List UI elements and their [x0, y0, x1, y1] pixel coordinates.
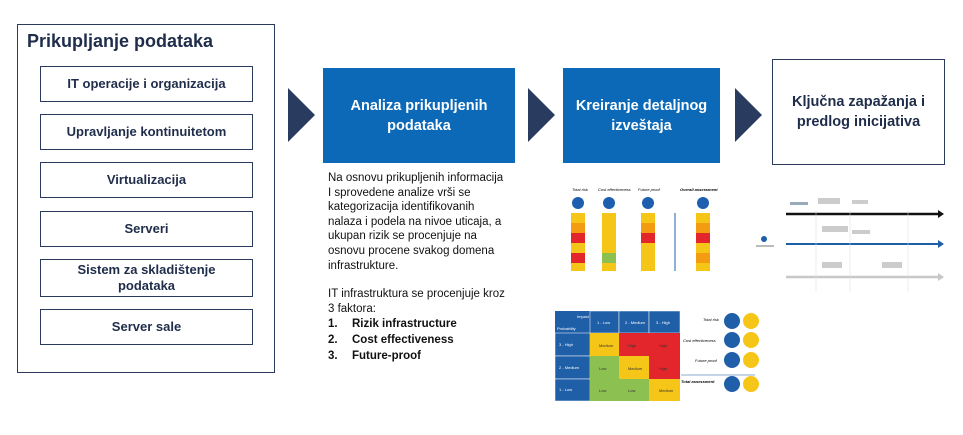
arrow-1-icon — [288, 88, 315, 142]
svg-text:Medium: Medium — [628, 366, 643, 371]
svg-text:Impact: Impact — [577, 314, 590, 319]
risk-matrix-thumbnail: Impact Probability 1 - Low 2 - Medium 3 … — [555, 311, 767, 403]
item-server-rooms: Server sale — [40, 309, 253, 345]
arrow-3-icon — [735, 88, 762, 142]
cyl-label-overall: Overall assessment — [680, 187, 718, 192]
svg-text:2 - Medium: 2 - Medium — [559, 365, 580, 370]
svg-text:2 - Medium: 2 - Medium — [625, 320, 646, 325]
filter-icon — [697, 197, 709, 209]
arrow-2-icon — [528, 88, 555, 142]
description-paragraph: Na osnovu prikupljenih informacija I spr… — [328, 171, 508, 273]
factor-item: 2.Cost effectiveness — [328, 332, 508, 348]
step-analysis: Analiza prikupljenih podataka — [323, 68, 515, 163]
cyl-label-risk: Total risk — [572, 187, 589, 192]
svg-text:Medium: Medium — [659, 388, 674, 393]
item-storage: Sistem za skladištenje podataka — [40, 259, 253, 297]
cyl-label-cost: Cost effectiveness — [598, 187, 631, 192]
roadmap-thumbnail — [752, 190, 947, 300]
cyl-label-future: Future proof — [638, 187, 661, 192]
factors-intro: IT infrastruktura se procenjuje kroz 3 f… — [328, 287, 508, 316]
factors-list: 1.Rizik infrastructure 2.Cost effectiven… — [328, 316, 508, 364]
svg-text:Low: Low — [599, 366, 606, 371]
svg-text:3 - High: 3 - High — [656, 320, 670, 325]
cylinder-thumbnail: Total risk Cost effectiveness Future pro… — [560, 183, 730, 283]
step-report: Kreiranje detaljnog izveštaja — [563, 68, 720, 163]
gear-icon — [724, 352, 740, 368]
svg-text:Cost effectiveness: Cost effectiveness — [683, 338, 716, 343]
item-servers: Serveri — [40, 211, 253, 247]
analysis-description: Na osnovu prikupljenih informacija I spr… — [328, 171, 508, 364]
data-collection-title: Prikupljanje podataka — [27, 31, 213, 52]
factor-item: 1.Rizik infrastructure — [328, 316, 508, 332]
svg-text:Medium: Medium — [599, 343, 614, 348]
svg-text:Future proof: Future proof — [695, 358, 718, 363]
item-it-operations: IT operacije i organizacija — [40, 66, 253, 102]
svg-text:Total assessment: Total assessment — [681, 379, 715, 384]
factor-item: 3.Future-proof — [328, 348, 508, 364]
money-icon — [603, 197, 615, 209]
filter-icon — [724, 376, 740, 392]
warning-icon — [724, 313, 740, 329]
warning-icon — [572, 197, 584, 209]
gear-icon — [642, 197, 654, 209]
svg-text:1 - Low: 1 - Low — [597, 320, 610, 325]
svg-text:Low: Low — [628, 388, 635, 393]
svg-text:High: High — [659, 343, 667, 348]
svg-text:High: High — [659, 366, 667, 371]
step-findings: Ključna zapažanja i predlog inicijativa — [772, 59, 945, 165]
svg-text:Probability: Probability — [557, 326, 576, 331]
svg-text:Total risk: Total risk — [703, 317, 720, 322]
svg-text:1 - Low: 1 - Low — [559, 387, 572, 392]
item-virtualization: Virtualizacija — [40, 162, 253, 198]
svg-text:Low: Low — [599, 388, 606, 393]
svg-text:High: High — [628, 343, 636, 348]
money-icon — [724, 332, 740, 348]
item-continuity-management: Upravljanje kontinuitetom — [40, 114, 253, 150]
svg-text:3 - High: 3 - High — [559, 342, 573, 347]
